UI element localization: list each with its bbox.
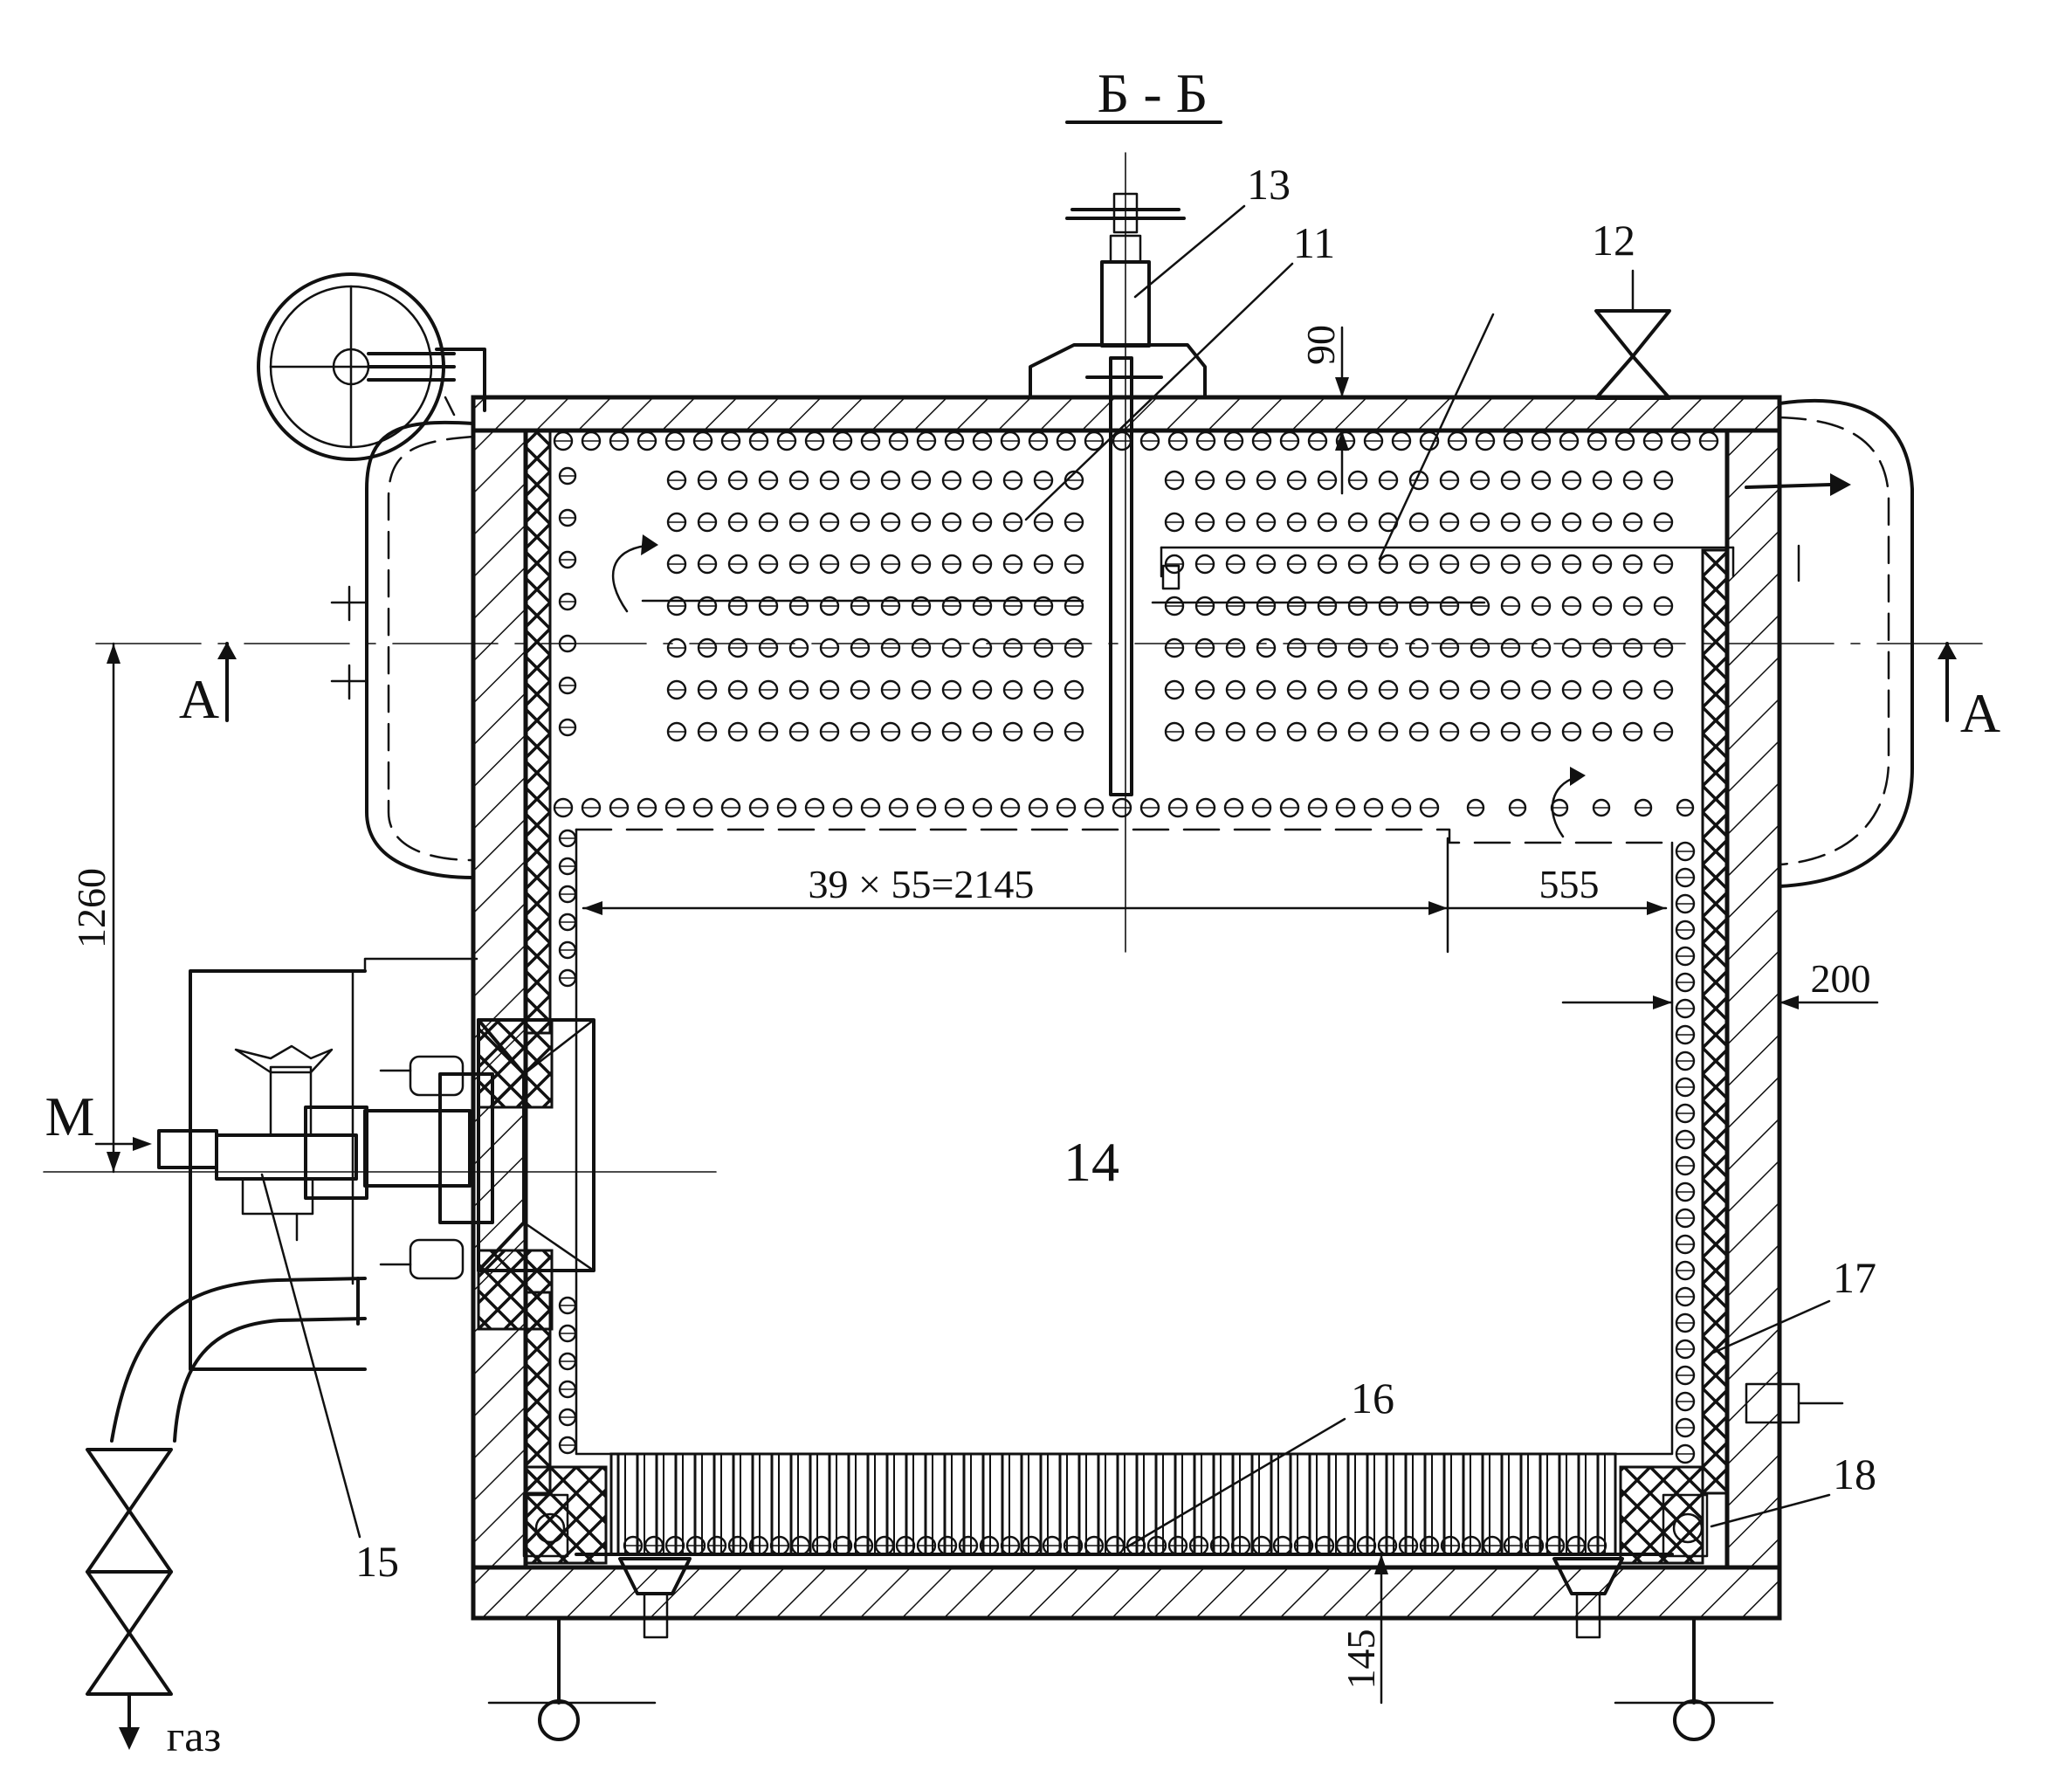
burner-port xyxy=(363,1018,595,1280)
label-15: 15 xyxy=(355,1537,399,1586)
gas-label: газ xyxy=(167,1712,221,1760)
top-valve-13 xyxy=(1029,152,1207,953)
furnace-casing xyxy=(471,395,1782,1621)
title-text: Б - Б xyxy=(1098,62,1208,124)
dimension-lines: 1260 М 90 39 × 55=2145 555 200 145 xyxy=(45,325,1879,1705)
gas-burner-assembly xyxy=(86,957,478,1750)
refractory-lining xyxy=(477,429,1729,1565)
label-17: 17 xyxy=(1833,1253,1876,1302)
dim-555: 555 xyxy=(1539,862,1600,906)
m-mark: М xyxy=(45,1085,95,1147)
flow-arrows xyxy=(611,534,1586,838)
recirculation-duct-right xyxy=(1745,398,1914,888)
section-title: Б - Б xyxy=(1065,62,1222,124)
dim-145: 145 xyxy=(1339,1629,1383,1690)
thermocouple-11 xyxy=(641,356,1486,796)
label-13: 13 xyxy=(1247,160,1291,209)
label-12: 12 xyxy=(1592,216,1635,265)
callouts: 13 11 12 14 15 16 17 18 газ xyxy=(167,160,1876,1760)
section-mark-left: А xyxy=(179,668,219,730)
hearth-grate-16 xyxy=(575,1452,1674,1556)
section-line-a-a: А А xyxy=(43,642,2000,1173)
dim-90: 90 xyxy=(1298,325,1343,365)
label-14: 14 xyxy=(1064,1131,1119,1193)
label-11: 11 xyxy=(1293,218,1335,267)
working-chamber xyxy=(575,546,1735,1456)
dim-200: 200 xyxy=(1811,956,1871,1001)
label-18: 18 xyxy=(1833,1450,1876,1498)
section-mark-right: А xyxy=(1960,682,2000,744)
bottom-supports xyxy=(487,1382,1844,1741)
label-16: 16 xyxy=(1351,1374,1394,1422)
top-valve-12 xyxy=(1594,269,1671,400)
recirculation-fan-housing-left xyxy=(257,272,486,879)
dim-1260: 1260 xyxy=(69,868,114,948)
dim-2145: 39 × 55=2145 xyxy=(809,862,1035,906)
